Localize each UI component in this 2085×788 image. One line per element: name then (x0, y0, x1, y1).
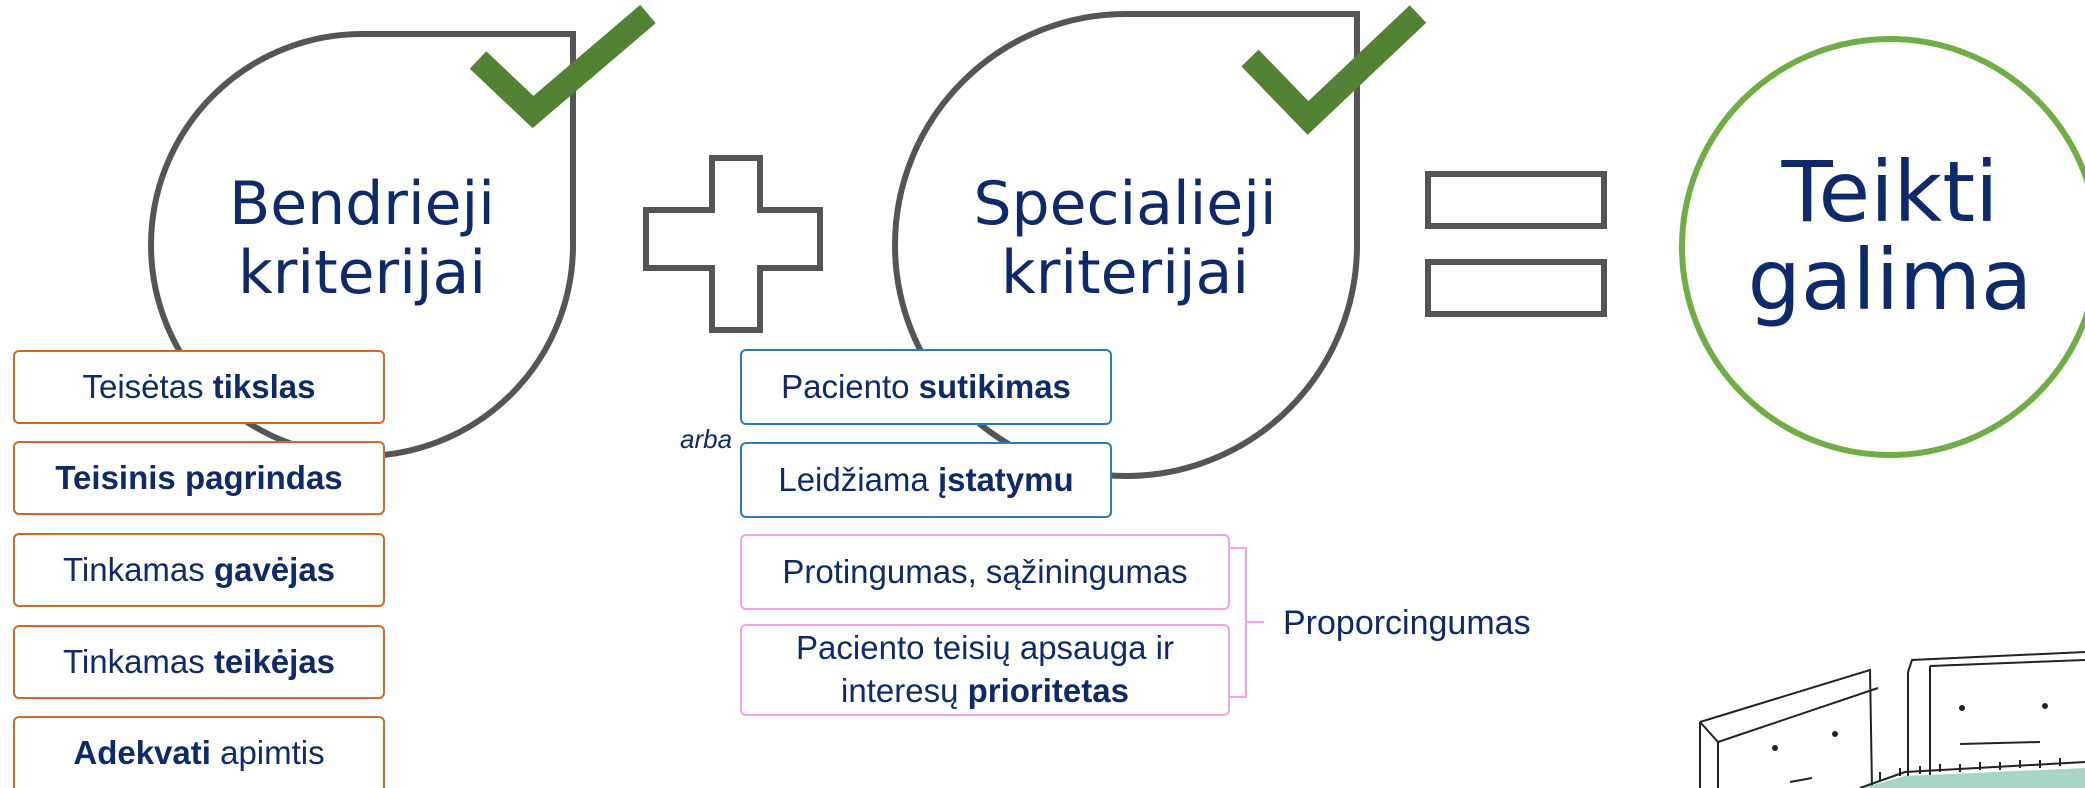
result-line2: galima (1747, 231, 2033, 330)
general-criteria-title: Bendrieji kriterijai (180, 170, 544, 308)
plus-icon (643, 155, 823, 333)
criterion-box-provider: Tinkamas teikėjas (13, 625, 385, 699)
result-title: Teikti galima (1720, 143, 2060, 330)
criterion-box-law: Leidžiama įstatymu (740, 442, 1112, 518)
criterion-box-consent: Paciento sutikimas (740, 349, 1112, 425)
proportionality-label: Proporcingumas (1283, 604, 1531, 642)
check-icon (469, 4, 656, 129)
result-circle (1679, 36, 2085, 458)
check-icon (1241, 5, 1427, 135)
criterion-box-legal-basis: Teisinis pagrindas (13, 441, 385, 515)
doodle-ruler-fill (1862, 768, 2085, 788)
special-criteria-title: Specialieji kriterijai (930, 170, 1320, 308)
doodle-illustration (1699, 651, 2085, 788)
general-title-line1: Bendrieji (229, 169, 495, 239)
special-title-line2: kriterijai (1001, 238, 1249, 308)
criterion-box-recipient: Tinkamas gavėjas (13, 533, 385, 607)
priority-line1: Paciento teisių apsauga ir (796, 629, 1174, 667)
or-label: arba (680, 424, 733, 454)
general-title-line2: kriterijai (238, 238, 486, 308)
equals-icon-bottom (1425, 259, 1607, 317)
special-title-line1: Specialieji (973, 169, 1277, 239)
criterion-box-scope: Adekvati apimtis (13, 716, 385, 788)
proportionality-bracket (1228, 547, 1264, 698)
criterion-box-legitimate-purpose: Teisėtas tikslas (13, 350, 385, 424)
result-line1: Teikti (1781, 143, 1999, 241)
equals-icon-top (1425, 171, 1607, 229)
criterion-box-reasonableness: Protingumas, sąžiningumas (740, 534, 1230, 610)
criterion-box-priority: Paciento teisių apsauga ir interesų prio… (740, 624, 1230, 716)
